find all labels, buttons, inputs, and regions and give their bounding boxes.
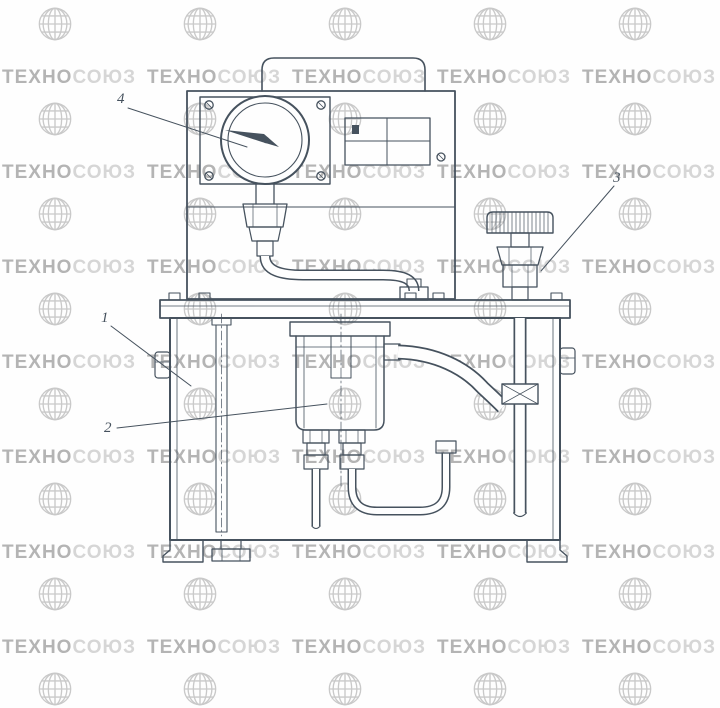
watermark-text: ТЕХНОСОЮЗ — [582, 637, 716, 658]
watermark-text: ТЕХНОСОЮЗ — [2, 637, 136, 658]
watermark-text: ТЕХНОСОЮЗ — [437, 542, 571, 563]
globe-icon — [328, 197, 362, 231]
globe-icon — [473, 102, 507, 136]
tank-bracket-left — [154, 351, 171, 379]
gauge-screw — [316, 171, 326, 181]
indicator-window — [344, 117, 446, 166]
watermark-text: ТЕХНОСОЮЗ — [582, 542, 716, 563]
watermark-text: ТЕХНОСОЮЗ — [437, 67, 571, 88]
watermark-text: ТЕХНОСОЮЗ — [582, 447, 716, 468]
watermark-text: ТЕХНОСОЮЗ — [292, 637, 426, 658]
callouts: 4 3 1 2 — [101, 91, 621, 436]
globe-icon — [328, 387, 362, 421]
globe-icon — [618, 197, 652, 231]
globe-icon — [38, 482, 72, 516]
globe-icon — [183, 197, 217, 231]
watermark-text: ТЕХНОСОЮЗ — [2, 447, 136, 468]
watermark-text: ТЕХНОСОЮЗ — [2, 352, 136, 373]
watermark-text: ТЕХНОСОЮЗ — [147, 447, 281, 468]
watermark-text: ТЕХНОСОЮЗ — [582, 162, 716, 183]
return-pipe — [513, 318, 527, 518]
panel-screw — [436, 152, 446, 162]
gauge-screw — [316, 100, 326, 110]
front-panel — [186, 90, 456, 300]
watermark-text: ТЕХНОСОЮЗ — [582, 352, 716, 373]
pump-unit — [289, 313, 391, 488]
globe-icon — [473, 482, 507, 516]
tank-bracket-right — [559, 347, 576, 375]
globe-icon — [473, 292, 507, 326]
globe-icon — [328, 577, 362, 611]
globe-icon — [618, 387, 652, 421]
pressure-hose — [383, 343, 509, 413]
globe-icon — [38, 292, 72, 326]
callout-1: 1 — [101, 310, 192, 387]
watermark-text: ТЕХНОСОЮЗ — [292, 542, 426, 563]
globe-icon — [618, 292, 652, 326]
callout-label-4: 4 — [117, 91, 125, 107]
gauge-hub — [262, 136, 270, 144]
callout-3: 3 — [540, 170, 621, 272]
suction-tube-left — [311, 469, 321, 529]
dipstick — [211, 313, 232, 537]
pipe-fitting — [501, 383, 539, 405]
watermark-text: ТЕХНОСОЮЗ — [582, 67, 716, 88]
valve-knob — [486, 211, 554, 234]
globe-icon — [618, 482, 652, 516]
watermark-text: ТЕХНОСОЮЗ — [147, 67, 281, 88]
globe-icon — [618, 7, 652, 41]
watermark-text: ТЕХНОСОЮЗ — [582, 257, 716, 278]
gauge-dial — [227, 102, 303, 178]
watermark-text: ТЕХНОСОЮЗ — [2, 257, 136, 278]
callout-2: 2 — [104, 403, 328, 436]
globe-icon — [38, 7, 72, 41]
globe-icon — [473, 197, 507, 231]
watermark-text: ТЕХНОСОЮЗ — [147, 637, 281, 658]
gauge-screw — [204, 100, 214, 110]
technical-drawing: 4 3 1 2 — [101, 57, 621, 563]
globe-icon — [473, 577, 507, 611]
tank — [154, 292, 576, 563]
tank-foot-right — [526, 539, 568, 563]
watermark-text: ТЕХНОСОЮЗ — [2, 67, 136, 88]
tank-foot-left — [162, 539, 204, 563]
globe-icon — [38, 387, 72, 421]
callout-4: 4 — [117, 91, 248, 148]
globe-icon — [328, 7, 362, 41]
globe-icon — [38, 102, 72, 136]
callout-label-3: 3 — [612, 170, 621, 186]
globe-icon — [183, 577, 217, 611]
pressure-gauge — [199, 95, 331, 185]
globe-icon — [618, 577, 652, 611]
diagram-page: { "callouts": [ {"number": "1"}, {"numbe… — [2, 7, 716, 706]
globe-icon — [473, 7, 507, 41]
watermark-text: ТЕХНОСОЮЗ — [2, 542, 136, 563]
globe-icon — [328, 292, 362, 326]
watermark-text: ТЕХНОСОЮЗ — [292, 162, 426, 183]
gauge-connection — [242, 183, 429, 301]
watermark-text: ТЕХНОСОЮЗ — [437, 637, 571, 658]
drain-plug — [220, 539, 242, 550]
watermark-text: ТЕХНОСОЮЗ — [147, 352, 281, 373]
motor-housing — [261, 57, 426, 92]
watermark-text: ТЕХНОСОЮЗ — [147, 542, 281, 563]
watermark-text: ТЕХНОСОЮЗ — [292, 447, 426, 468]
gauge-screw — [204, 171, 214, 181]
callout-label-1: 1 — [101, 310, 109, 326]
globe-icon — [618, 102, 652, 136]
suction-tube-curved — [347, 440, 457, 516]
valve — [486, 211, 554, 301]
watermark-text: ТЕХНОСОЮЗ — [292, 67, 426, 88]
globe-icon — [38, 577, 72, 611]
globe-icon — [38, 197, 72, 231]
watermark-text: ТЕХНОСОЮЗ — [2, 162, 136, 183]
globe-icon — [183, 482, 217, 516]
callout-label-2: 2 — [104, 420, 112, 436]
globe-icon — [183, 7, 217, 41]
